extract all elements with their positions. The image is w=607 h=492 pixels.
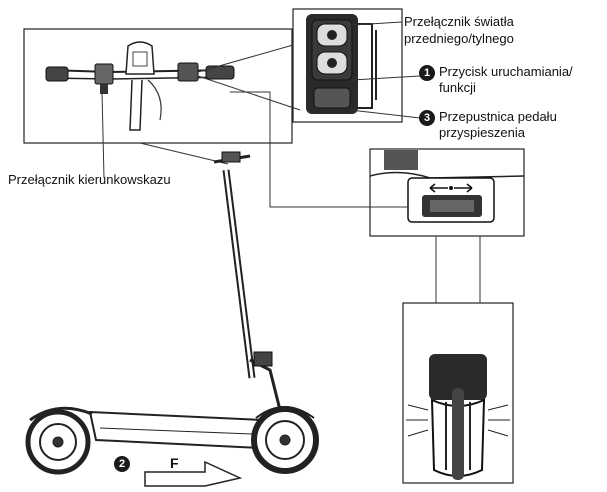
start-button-label: Przycisk uruchamiania/	[439, 64, 573, 79]
throttle-label: Przepustnica pedału	[439, 109, 557, 124]
badge-start-button: 1	[419, 65, 435, 81]
scooter	[28, 152, 316, 472]
throttle-inset	[370, 149, 524, 236]
turn-signal-label: Przełącznik kierunkowskazu	[8, 172, 171, 187]
direction-letter: F	[170, 455, 179, 471]
light-switch-label: Przełącznik światła	[404, 14, 514, 29]
direction-arrow	[145, 462, 240, 486]
wheel-detail-inset	[403, 303, 513, 483]
handlebar-inset	[24, 29, 292, 143]
start-button-label-2: funkcji	[439, 80, 476, 95]
switch-inset	[293, 9, 402, 122]
badge-throttle: 3	[419, 110, 435, 126]
light-switch-label-2: przedniego/tylnego	[404, 31, 514, 46]
badge-direction: 2	[114, 456, 130, 472]
throttle-label-2: przyspieszenia	[439, 125, 525, 140]
